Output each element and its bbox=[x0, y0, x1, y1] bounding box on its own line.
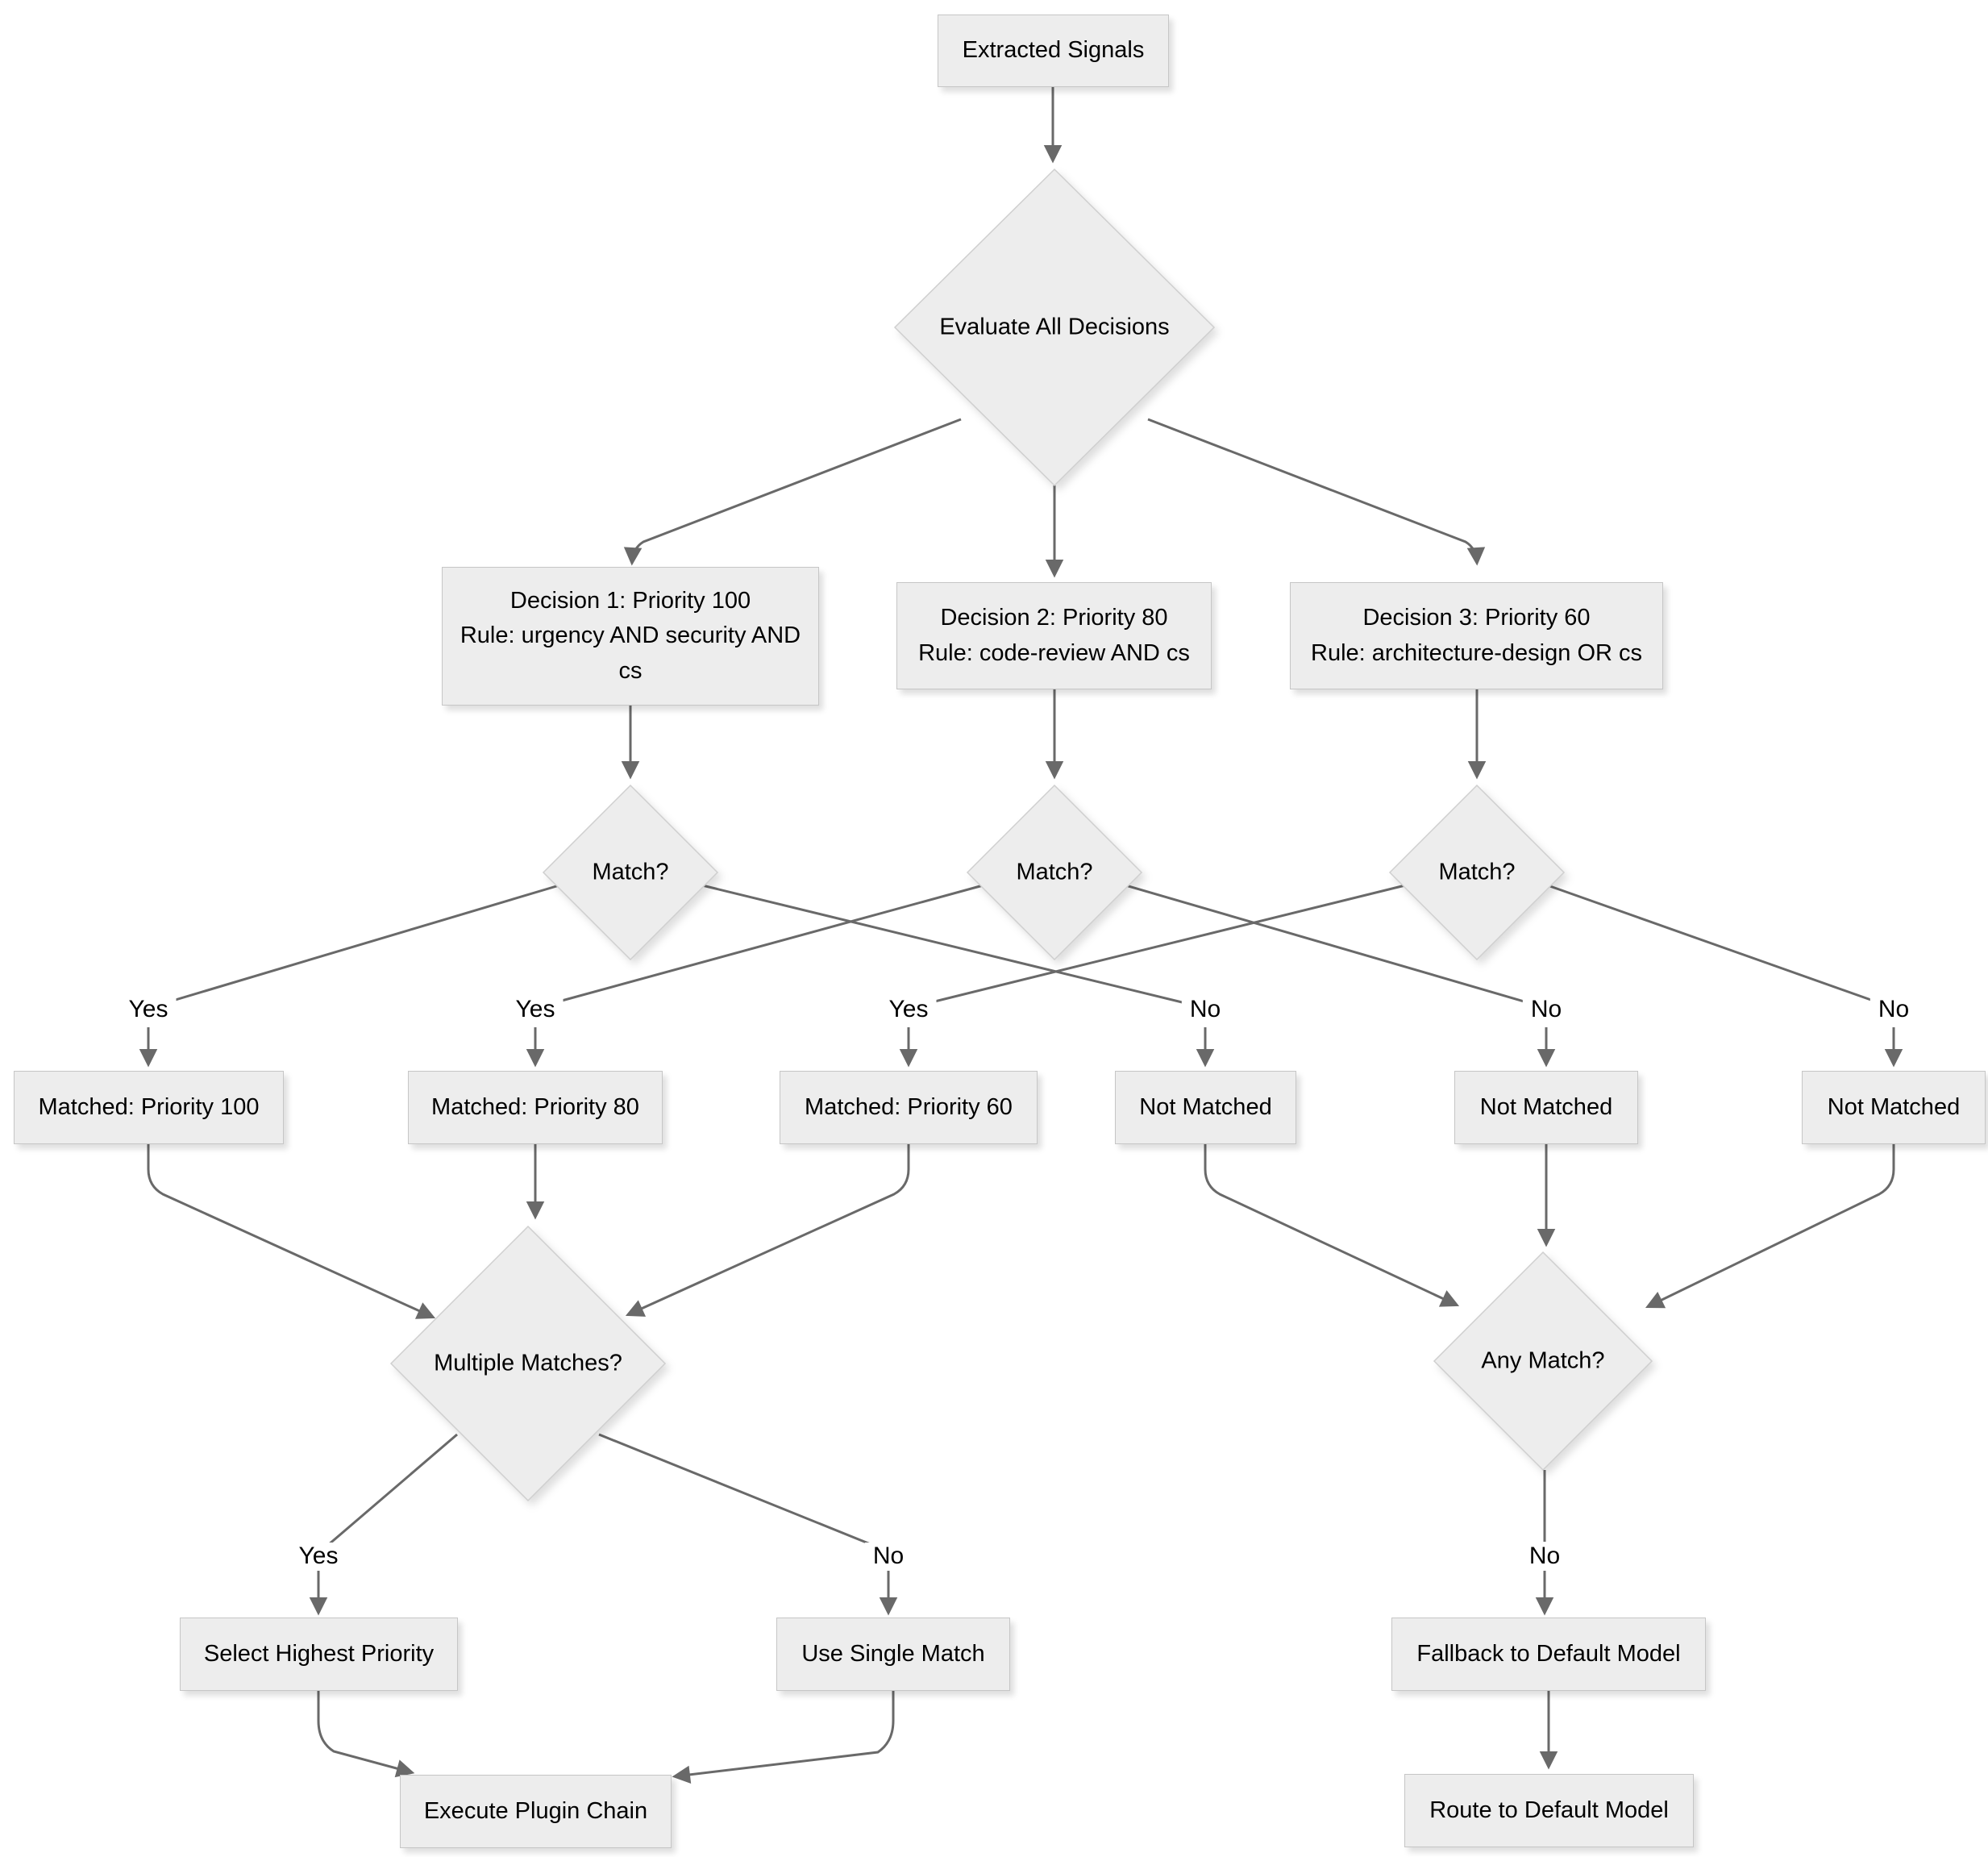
edge-label-match2-yes: Yes bbox=[507, 996, 564, 1023]
edge-label-match1-no: No bbox=[1181, 996, 1229, 1023]
edge-evaluate-to-decision3 bbox=[1147, 418, 1486, 566]
node-matched-priority-80: Matched: Priority 80 bbox=[408, 1071, 663, 1144]
edge-evaluate-to-decision1 bbox=[623, 418, 962, 566]
evaluate-all-diamond bbox=[893, 168, 1216, 487]
node-decision2: Decision 2: Priority 80 Rule: code-revie… bbox=[896, 582, 1212, 689]
node-decision3: Decision 3: Priority 60 Rule: architectu… bbox=[1290, 582, 1663, 689]
node-label: Not Matched bbox=[1139, 1093, 1272, 1120]
decision3-line2: Rule: architecture-design OR cs bbox=[1311, 639, 1642, 666]
edge-match2-yes-diagonal bbox=[534, 883, 987, 1010]
multiple-matches-diamond bbox=[389, 1225, 667, 1502]
edge-multiple-no-diagonal bbox=[598, 1433, 885, 1551]
node-label: Not Matched bbox=[1827, 1093, 1961, 1120]
decision1-line1: Decision 1: Priority 100 bbox=[509, 587, 751, 614]
edge-match3-yes-diagonal bbox=[908, 883, 1409, 1010]
node-extracted-signals: Extracted Signals bbox=[938, 15, 1169, 87]
node-label: Extracted Signals bbox=[962, 37, 1145, 64]
edge-match3-no-diagonal bbox=[1545, 883, 1894, 1010]
label-evaluate-all-decisions: Evaluate All Decisions bbox=[939, 314, 1170, 340]
node-use-single-match: Use Single Match bbox=[776, 1618, 1010, 1691]
edge-match1-no-diagonal bbox=[698, 883, 1206, 1010]
node-label: Use Single Match bbox=[801, 1640, 985, 1667]
decision1-line2: Rule: urgency AND security AND cs bbox=[460, 622, 801, 684]
edge-label-match3-no: No bbox=[1869, 996, 1918, 1023]
node-label: Decision 1: Priority 100 Rule: urgency A… bbox=[457, 584, 804, 689]
edge-label-match1-yes: Yes bbox=[120, 996, 177, 1023]
match1-diamond bbox=[542, 784, 719, 961]
node-label: Execute Plugin Chain bbox=[423, 1797, 648, 1824]
label-match2: Match? bbox=[1016, 859, 1093, 885]
node-select-highest-priority: Select Highest Priority bbox=[180, 1618, 458, 1691]
edge-match2-no-diagonal bbox=[1122, 883, 1547, 1010]
edges bbox=[139, 87, 1903, 1784]
node-label: Decision 2: Priority 80 Rule: code-revie… bbox=[918, 601, 1190, 671]
label-match3: Match? bbox=[1438, 859, 1516, 885]
node-matched-priority-60: Matched: Priority 60 bbox=[780, 1071, 1038, 1144]
label-match1: Match? bbox=[592, 859, 669, 885]
label-any-match: Any Match? bbox=[1481, 1347, 1605, 1374]
node-route-to-default-model: Route to Default Model bbox=[1404, 1774, 1694, 1847]
node-not-matched-2: Not Matched bbox=[1454, 1071, 1638, 1144]
edge-label-multiple-no: No bbox=[864, 1543, 913, 1570]
node-decision1: Decision 1: Priority 100 Rule: urgency A… bbox=[442, 567, 819, 706]
decision2-line1: Decision 2: Priority 80 bbox=[940, 605, 1168, 631]
edge-multiple-yes-diagonal bbox=[322, 1433, 458, 1551]
edge-notmatched1-to-anymatch bbox=[1204, 1144, 1460, 1307]
node-not-matched-3: Not Matched bbox=[1802, 1071, 1986, 1144]
diamond-shapes bbox=[389, 168, 1653, 1502]
edge-label-match2-no: No bbox=[1522, 996, 1570, 1023]
match3-diamond bbox=[1388, 784, 1566, 961]
decision3-line1: Decision 3: Priority 60 bbox=[1362, 605, 1591, 631]
edge-label-match3-yes: Yes bbox=[880, 996, 937, 1023]
node-label: Route to Default Model bbox=[1429, 1797, 1669, 1823]
edge-select-to-execute bbox=[317, 1691, 415, 1778]
edge-usesingle-to-execute bbox=[672, 1691, 895, 1784]
match2-diamond bbox=[966, 784, 1143, 961]
any-match-diamond bbox=[1433, 1251, 1653, 1472]
node-label: Select Highest Priority bbox=[203, 1640, 435, 1667]
node-label: Fallback to Default Model bbox=[1416, 1640, 1681, 1667]
node-fallback-to-default-model: Fallback to Default Model bbox=[1391, 1618, 1706, 1691]
node-label: Matched: Priority 100 bbox=[38, 1093, 260, 1120]
edge-match1-yes-diagonal bbox=[148, 883, 563, 1010]
node-not-matched-1: Not Matched bbox=[1115, 1071, 1296, 1144]
edge-notmatched3-to-anymatch bbox=[1645, 1144, 1895, 1309]
edge-label-anymatch-no: No bbox=[1520, 1543, 1569, 1570]
node-execute-plugin-chain: Execute Plugin Chain bbox=[400, 1775, 672, 1848]
node-label: Matched: Priority 60 bbox=[805, 1093, 1013, 1120]
node-matched-priority-100: Matched: Priority 100 bbox=[14, 1071, 284, 1144]
edge-label-multiple-yes: Yes bbox=[290, 1543, 347, 1570]
node-label: Not Matched bbox=[1479, 1093, 1613, 1120]
node-label: Decision 3: Priority 60 Rule: architectu… bbox=[1311, 601, 1642, 671]
edge-matched60-to-multiple bbox=[625, 1144, 910, 1317]
edge-matched100-to-multiple bbox=[147, 1144, 436, 1319]
label-multiple-matches: Multiple Matches? bbox=[434, 1350, 622, 1376]
decision2-line2: Rule: code-review AND cs bbox=[918, 639, 1190, 666]
node-label: Matched: Priority 80 bbox=[431, 1093, 639, 1120]
